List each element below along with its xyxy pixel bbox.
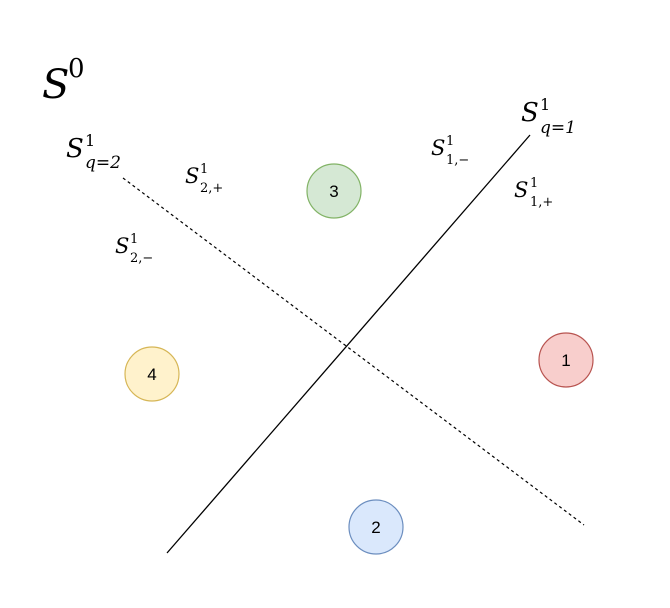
- region-node-2: 2: [348, 499, 404, 555]
- hyperplane-q1-line: [166, 134, 531, 554]
- half-space-1-minus-base: S: [431, 136, 445, 160]
- region-node-3-label: 3: [329, 182, 338, 201]
- half-space-2-minus-sup: 1: [130, 232, 138, 247]
- region-node-2-circle: [348, 499, 404, 555]
- hyperplane-q2-sub: q=2: [85, 153, 121, 173]
- half-space-2-plus-label: S 1 2,+: [185, 162, 223, 196]
- half-space-2-plus-sup: 1: [200, 162, 208, 177]
- region-node-3-circle: [306, 163, 362, 219]
- svg-text:0: 0: [68, 54, 85, 84]
- region-node-4-circle: [124, 346, 180, 402]
- half-space-1-plus-sub: 1,+: [530, 195, 553, 210]
- half-space-1-minus-sub: 1,−: [446, 153, 469, 168]
- half-space-2-minus-base: S: [115, 234, 129, 258]
- space-label: S 0: [42, 54, 85, 108]
- region-node-1-circle: [538, 332, 594, 388]
- svg-text:S: S: [42, 62, 69, 108]
- hyperplane-q2-sup: 1: [85, 131, 95, 150]
- hyperplane-q1-sup: 1: [540, 95, 550, 114]
- hyperplane-q2-line: [122, 177, 585, 526]
- half-space-2-plus-base: S: [185, 164, 199, 188]
- half-space-1-minus-label: S 1 1,−: [431, 134, 469, 168]
- hyperplane-q2-label: S 1 q=2: [66, 131, 121, 173]
- half-space-2-minus-label: S 1 2,−: [115, 232, 153, 266]
- space-label-sup: 0: [68, 54, 85, 84]
- hyperplane-q2-base: S: [66, 134, 84, 164]
- hyperplane-q1-base: S: [521, 98, 539, 128]
- half-space-1-plus-label: S 1 1,+: [514, 176, 553, 210]
- half-space-1-minus-sup: 1: [446, 134, 454, 149]
- region-node-3: 3: [306, 163, 362, 219]
- region-node-1: 1: [538, 332, 594, 388]
- half-space-1-plus-base: S: [514, 178, 528, 202]
- region-node-2-label: 2: [371, 518, 380, 537]
- hyperplane-q1-sub: q=1: [540, 118, 576, 138]
- half-space-1-plus-sup: 1: [530, 176, 538, 191]
- space-label-base: S: [42, 62, 69, 108]
- region-node-1-label: 1: [561, 351, 570, 370]
- region-node-4: 4: [124, 346, 180, 402]
- half-space-2-plus-sub: 2,+: [200, 181, 223, 196]
- region-node-4-label: 4: [147, 365, 156, 384]
- hyperplane-q1-label: S 1 q=1: [521, 95, 576, 138]
- half-space-2-minus-sub: 2,−: [130, 251, 153, 266]
